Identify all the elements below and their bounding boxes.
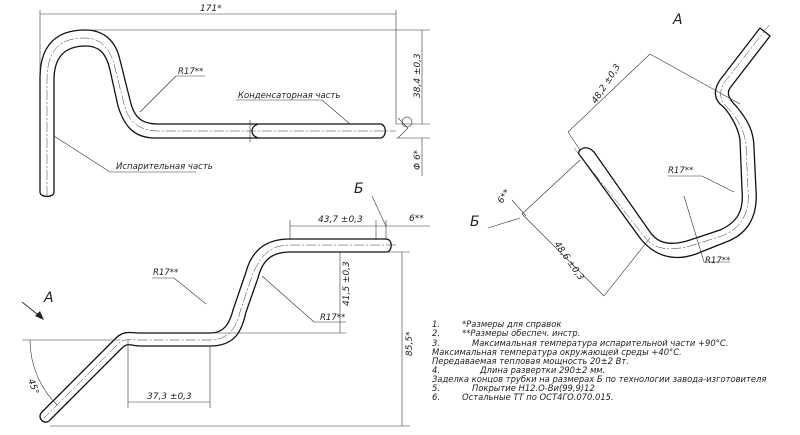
top-radius-label: R17** [178,67,203,77]
notes: 1. *Размеры для справок 2. **Размеры обе… [432,319,766,402]
view-a-arrow-label: А [43,290,54,306]
view-a-radius-lower: R17** [705,256,730,266]
view-a-radius-upper: R17** [668,166,693,176]
note-3: Максимальная температура испарительной ч… [472,338,728,348]
dim-lower-label: 48,6 ±0,3 [552,240,586,283]
view-a: А 48,2 ±0,3 48,6 ±0,3 6** Б R17** R17** [470,12,771,297]
top-view: 171* R17** Конденсаторная часть Испарите… [39,4,430,198]
note-6: Остальные ТТ по ОСТ4ГО.070.015. [462,392,614,402]
view-a-section-label: Б [470,214,480,230]
height-dim-label: 38,4 ±0,3 [413,53,423,98]
note-1: *Размеры для справок [462,319,561,329]
note-num-6: 6. [432,392,440,402]
joint-curve [251,123,259,139]
dim-overall-height-label: 85,5* [405,331,415,356]
angle-label: 45° [25,378,40,396]
view-a-title: А [672,12,683,28]
note-3a: Максимальная температура окружающей сред… [432,347,682,357]
bottom-tube [39,238,392,423]
dim-lower-line [521,213,605,297]
note-num-1: 1. [432,319,440,329]
note-num-2: 2. [432,328,440,338]
radius-upper-label: R17** [153,268,178,278]
dim-bottom-label: 37,3 ±0,3 [147,392,192,402]
dim-vertical-label: 41,5 ±0,3 [342,261,352,306]
note-num-3: 3. [432,338,440,348]
note-3b: Передаваемая тепловая мощность 20±2 Вт. [432,356,629,366]
note-5: Покрытие Н12.О-Ви(99,9)12 [472,383,595,393]
note-2: **Размеры обеспеч. инстр. [462,328,580,338]
note-num-5: 5. [432,383,440,393]
angle-arc [29,339,58,406]
condenser-label: Конденсаторная часть [238,91,340,101]
section-b-label: Б [354,181,364,197]
view-a-dim-end: 6** [496,187,513,205]
dim-top-label: 43,7 ±0,3 [318,215,363,225]
dim-end-label: 6** [409,214,424,224]
end-cap-circle [401,116,413,128]
note-4a: Заделка концов трубки на размерах Б по т… [432,374,766,384]
top-tube-axis [46,37,396,196]
note-4: Длина развертки 290±2 мм. [479,365,605,375]
note-num-4: 4. [432,365,440,375]
view-a-tube [578,27,771,259]
dim-upper-line [567,53,651,133]
evaporator-label: Испарительная часть [116,162,213,172]
diameter-label: Φ 6* [413,149,423,170]
bottom-view: 43,7 ±0,3 6** Б R17** R17** 41,5 ±0,3 85… [21,181,430,427]
top-tube-outer [39,29,386,198]
view-a-axis [573,23,771,249]
radius-lower-label: R17** [320,313,345,323]
overall-length-label: 171* [200,4,222,14]
